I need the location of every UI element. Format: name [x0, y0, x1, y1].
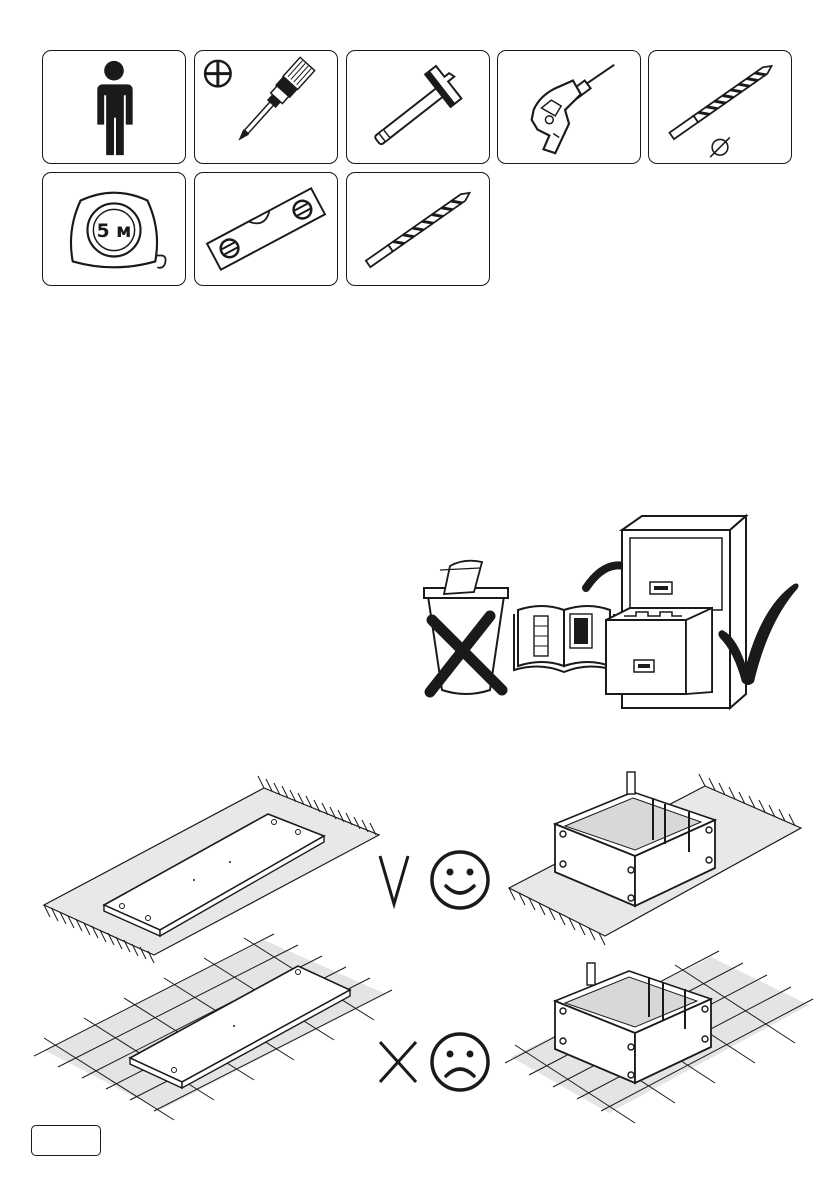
- page-number-box: [31, 1125, 101, 1156]
- tool-card-hammer: [346, 50, 490, 164]
- bad-indicator: [372, 1030, 492, 1094]
- tape-measure-label: 5 м: [97, 221, 132, 242]
- sad-face-icon: [432, 1034, 488, 1090]
- person-icon: [43, 51, 185, 163]
- tape-measure-icon: 5 м: [43, 173, 185, 285]
- box-on-tiles-bad: [505, 945, 815, 1125]
- drill-bit-icon: [347, 173, 489, 285]
- phillips-screwdriver-icon: [195, 51, 337, 163]
- tool-card-person: [42, 50, 186, 164]
- drill-bit-icon: [649, 51, 791, 163]
- tool-card-drill-bit-diameter: [648, 50, 792, 164]
- panel-on-tiles-bad: [34, 930, 394, 1125]
- hammer-icon: [347, 51, 489, 163]
- spirit-level-icon: [195, 173, 337, 285]
- power-drill-icon: [498, 51, 640, 163]
- box-on-rug-good: [505, 768, 805, 948]
- happy-face-icon: [432, 852, 488, 908]
- trash-bin-icon: [424, 561, 508, 694]
- keep-manual-illustration: [410, 510, 810, 725]
- tool-card-screwdriver: [194, 50, 338, 164]
- tool-card-drill: [497, 50, 641, 164]
- tool-card-level: [194, 172, 338, 286]
- tool-card-drill-bit: [346, 172, 490, 286]
- good-indicator: [372, 848, 492, 912]
- tool-card-tape-measure: 5 м: [42, 172, 186, 286]
- filing-cabinet-icon: [606, 516, 746, 708]
